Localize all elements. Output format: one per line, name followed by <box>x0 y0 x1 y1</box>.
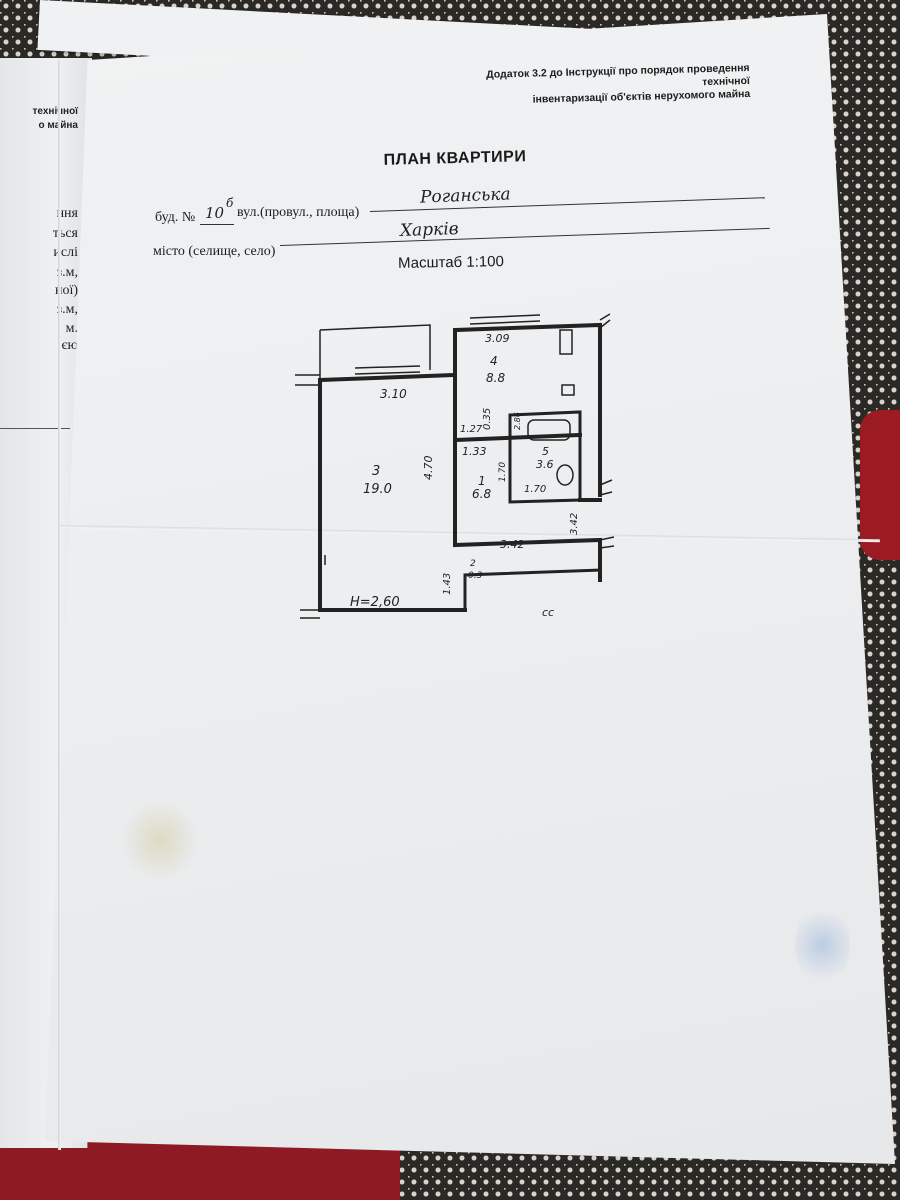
exterior-right-tick <box>599 479 613 496</box>
left-fragment: ння <box>56 206 78 221</box>
room-number: 5 <box>542 445 549 458</box>
street-value: Роганська <box>419 184 511 208</box>
room-area: 6.8 <box>472 487 491 501</box>
left-fragment: м. <box>65 321 78 336</box>
room-number: 3 <box>372 464 380 479</box>
dim-label: 1.70 <box>524 484 546 495</box>
exterior-right-tick-lower <box>599 536 615 549</box>
wall-hall-top <box>452 432 583 443</box>
street-label: вул.(провул., площа) <box>237 205 360 220</box>
building-label: буд. № <box>155 210 196 225</box>
left-fragment: ислі <box>53 245 78 260</box>
room-area: 3.6 <box>536 458 554 471</box>
ceiling-height-label: H=2,60 <box>350 595 400 610</box>
room-number: 2 <box>470 559 476 569</box>
dim-label: 2.86 <box>513 412 522 430</box>
window-room3 <box>354 365 421 375</box>
paper-stain <box>120 800 200 880</box>
dim-label: 3.10 <box>380 387 407 401</box>
wall-storage <box>463 568 602 612</box>
dim-label: 4.70 <box>422 456 435 481</box>
left-rule <box>0 428 70 429</box>
wall-top-room3 <box>317 372 458 383</box>
left-fragment: з.м, <box>56 265 78 280</box>
exterior-wall-tick <box>599 313 611 329</box>
dim-label: 3.42 <box>500 538 525 551</box>
kitchen-sink <box>561 384 575 396</box>
room-area: 0.3 <box>468 571 483 581</box>
window-kitchen <box>469 314 541 325</box>
paper-fold-vertical <box>58 60 61 1150</box>
city-label: місто (селище, село) <box>153 244 276 259</box>
building-number: 10 <box>205 204 225 222</box>
room-number: 1 <box>478 474 486 488</box>
balcony-outline <box>319 324 431 370</box>
room-area: 19.0 <box>363 482 392 497</box>
wall-kitchen <box>452 322 602 497</box>
left-fragment: ться <box>52 226 78 241</box>
dim-label: 1.27 <box>460 424 483 435</box>
room-number: 4 <box>490 354 498 368</box>
appendix-note: Додаток 3.2 до Інструкції про порядок пр… <box>440 62 751 109</box>
left-fragment: технічної <box>32 106 78 117</box>
left-fragment: єю <box>61 338 78 353</box>
exterior-left-tick <box>295 374 320 386</box>
toilet <box>556 464 574 486</box>
city-value: Харків <box>399 218 459 242</box>
floor-plan-drawing: 3.10 3.09 4.70 0.35 1.27 1.33 2.86 1.70 … <box>295 313 615 619</box>
dim-label: 3.09 <box>485 332 510 345</box>
dim-label: 1.70 <box>498 462 508 482</box>
dim-label: 1.33 <box>462 445 487 458</box>
left-fragment: о майна <box>38 120 78 131</box>
scale-label: Масштаб 1:100 <box>397 253 505 272</box>
dim-label: 0.35 <box>482 408 493 430</box>
exterior-bottom-tick <box>300 609 320 619</box>
stamp-mark <box>795 905 850 985</box>
building-number-line <box>200 224 234 225</box>
bathtub <box>527 419 571 441</box>
left-fragment: з.м, <box>56 302 78 317</box>
floor-plan-sheet <box>45 14 895 1164</box>
room-area: 8.8 <box>486 371 505 385</box>
red-folder-edge <box>860 410 900 560</box>
building-suffix: б <box>226 196 234 210</box>
plan-note: cc <box>542 606 554 619</box>
kitchen-stove <box>559 329 573 355</box>
dim-label: 1.43 <box>442 573 453 595</box>
dim-label: 3.42 <box>569 513 580 535</box>
